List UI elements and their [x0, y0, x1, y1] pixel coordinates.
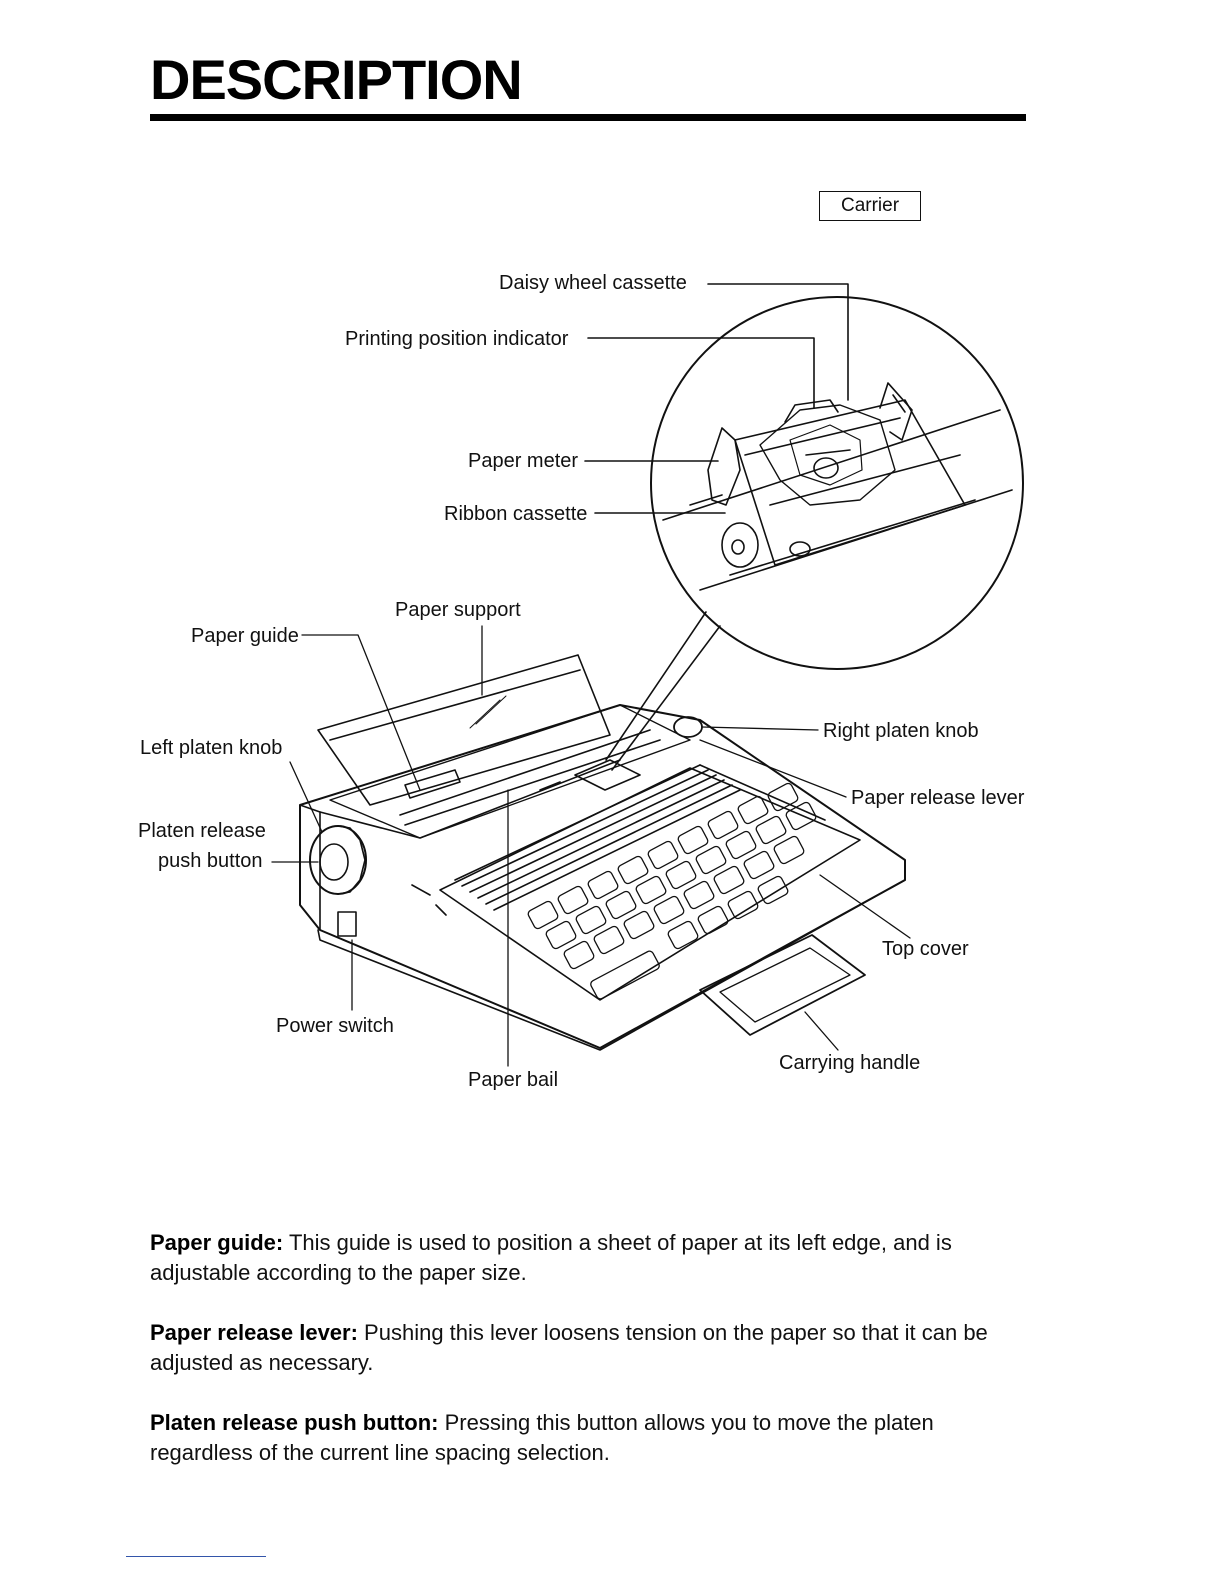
title-rule	[150, 114, 1026, 121]
label-right-platen-knob: Right platen knob	[823, 720, 979, 742]
label-power-switch: Power switch	[276, 1015, 394, 1037]
label-top-cover: Top cover	[882, 938, 969, 960]
label-ribbon-cassette: Ribbon cassette	[444, 503, 588, 525]
term-paper-release-lever: Paper release lever:	[150, 1320, 358, 1345]
label-paper-bail: Paper bail	[468, 1069, 559, 1091]
label-paper-guide: Paper guide	[191, 625, 299, 647]
text-platen-release-push-button: Pressing this button allows you to move …	[150, 1410, 934, 1465]
description-platen-release-push-button: Platen release push button: Pressing thi…	[150, 1408, 1030, 1468]
carrier-inset	[584, 283, 1024, 771]
label-platen-release-line1: Platen release	[138, 820, 266, 842]
label-paper-release-lever: Paper release lever	[851, 787, 1025, 809]
typewriter-body	[299, 654, 906, 1051]
label-paper-meter: Paper meter	[468, 450, 579, 472]
page-title: DESCRIPTION	[150, 48, 523, 111]
label-platen-release-line2: push button	[158, 850, 263, 872]
label-printing-position-indicator: Printing position indicator	[345, 328, 569, 350]
callout-leaders	[271, 625, 911, 1067]
typewriter-diagram: Carrier Daisy wheel cassette Printing po…	[138, 191, 1025, 1091]
text-paper-release-lever: Pushing this lever loosens tension on th…	[150, 1320, 988, 1375]
footer-rule	[126, 1556, 266, 1557]
label-left-platen-knob: Left platen knob	[140, 737, 283, 759]
description-paper-release-lever: Paper release lever: Pushing this lever …	[150, 1318, 1030, 1378]
term-platen-release-push-button: Platen release push button:	[150, 1410, 439, 1435]
description-paper-guide: Paper guide: This guide is used to posit…	[150, 1228, 1030, 1288]
label-paper-support: Paper support	[395, 599, 521, 621]
term-paper-guide: Paper guide:	[150, 1230, 284, 1255]
label-carrying-handle: Carrying handle	[779, 1052, 921, 1074]
typewriter-illustration	[271, 283, 1024, 1067]
label-daisy-wheel-cassette: Daisy wheel cassette	[499, 272, 687, 294]
text-paper-guide: This guide is used to position a sheet o…	[150, 1230, 952, 1285]
carrier-inset-label: Carrier	[819, 191, 921, 221]
